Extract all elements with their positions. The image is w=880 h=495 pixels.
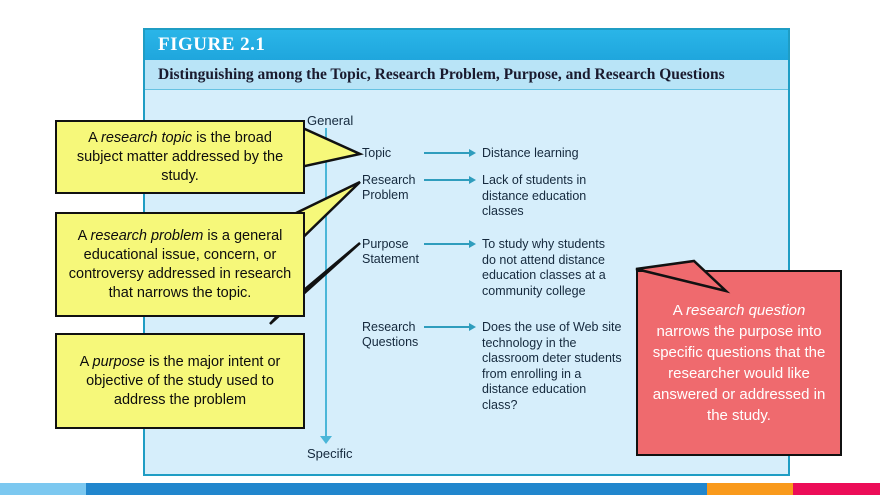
bottom-bar-segment-2 <box>86 483 707 495</box>
question-callout-tail-group <box>635 259 731 294</box>
general-to-specific-axis-arrowhead <box>320 436 332 444</box>
stage-arrow-purpose-statement <box>424 239 476 248</box>
topic-callout-text: A research topic is the broad subject ma… <box>57 125 303 190</box>
figure-title: Distinguishing among the Topic, Research… <box>158 65 725 83</box>
bottom-bar-segment-3 <box>707 483 793 495</box>
topic-callout-seg-0: A <box>88 129 101 146</box>
bottom-color-bar <box>0 483 880 495</box>
question-callout-seg-2: narrows the purpose into specific questi… <box>652 323 826 424</box>
purpose-callout-seg-0: A <box>79 353 93 370</box>
stage-label-purpose-statement: Purpose Statement <box>362 237 419 266</box>
question-callout-tail <box>635 259 731 294</box>
bottom-bar-segment-4 <box>793 483 880 495</box>
figure-subheader-bar: Distinguishing among the Topic, Research… <box>145 60 788 90</box>
purpose-callout-box: A purpose is the major intent or objecti… <box>55 333 305 429</box>
stage-value-purpose-statement: To study why students do not attend dist… <box>482 237 606 298</box>
question-callout-text: A research question narrows the purpose … <box>638 296 840 430</box>
figure-header-bar: FIGURE 2.1 <box>145 30 788 60</box>
question-callout-seg-1: research question <box>686 302 806 319</box>
problem-callout-box: A research problem is a general educatio… <box>55 212 305 317</box>
purpose-callout-text: A purpose is the major intent or objecti… <box>57 349 303 414</box>
purpose-callout-seg-1: purpose <box>92 353 145 370</box>
stage-value-research-problem: Lack of students in distance education c… <box>482 173 587 218</box>
axis-general-label: General <box>307 113 354 128</box>
stage-arrow-research-problem <box>424 175 476 184</box>
stage-label-research-questions: Research Questions <box>362 320 419 349</box>
axis-specific-label: Specific <box>307 446 353 461</box>
stage-arrow-topic <box>424 148 476 157</box>
bottom-white-strip <box>0 476 880 483</box>
stage-label-research-problem: Research Problem <box>362 173 416 202</box>
problem-callout-seg-1: research problem <box>90 227 204 244</box>
problem-callout-seg-2: is a general educational issue, concern,… <box>68 227 292 301</box>
stage-arrow-research-questions <box>424 322 476 331</box>
figure-number-label: FIGURE 2.1 <box>158 34 266 55</box>
bottom-bar-segment-1 <box>0 483 86 495</box>
topic-callout-tail <box>294 123 364 170</box>
question-callout-seg-0: A <box>672 302 687 319</box>
purpose-callout-seg-2: is the major intent or objective of the … <box>86 353 281 408</box>
stage-label-topic: Topic <box>362 146 392 160</box>
topic-callout-seg-2: is the broad subject matter addressed by… <box>76 129 284 184</box>
topic-callout-box: A research topic is the broad subject ma… <box>55 120 305 194</box>
stage-value-topic: Distance learning <box>482 146 579 160</box>
problem-callout-seg-0: A <box>77 227 91 244</box>
general-to-specific-axis-line <box>325 128 327 438</box>
topic-callout-seg-1: research topic <box>101 129 193 146</box>
problem-callout-text: A research problem is a general educatio… <box>57 223 303 307</box>
question-callout-box: A research question narrows the purpose … <box>636 270 842 456</box>
stage-value-research-questions: Does the use of Web site technology in t… <box>482 320 622 412</box>
